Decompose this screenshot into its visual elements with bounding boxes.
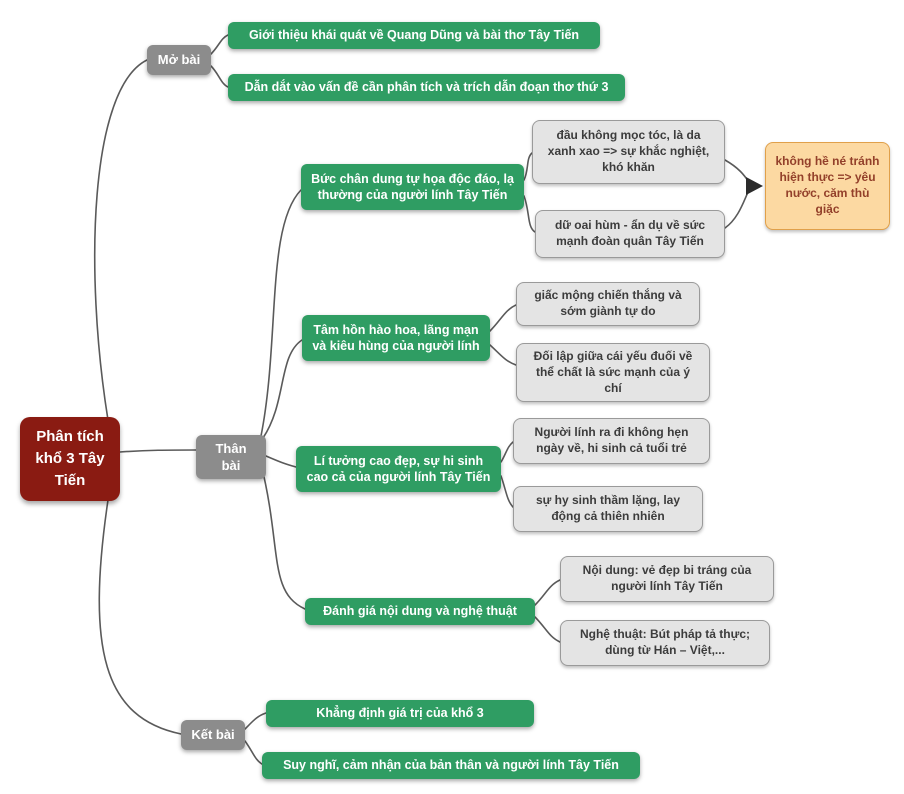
connector-topic1-detail1 [523,152,533,181]
connector-thanbai-topic2 [262,339,303,439]
node-lead-in[interactable]: Dẫn dắt vào vấn đề cần phân tích và tríc… [228,74,625,101]
leaf-victory-dream[interactable]: giấc mộng chiến thắng và sớm giành tự do [516,282,700,326]
leaf-bald-head[interactable]: đầu không mọc tóc, là da xanh xao => sự … [532,120,725,184]
connector-topic2-detail2 [489,344,517,366]
leaf-art[interactable]: Nghệ thuật: Bút pháp tả thực; dùng từ Há… [560,620,770,666]
node-personal-thoughts[interactable]: Suy nghĩ, cảm nhận của bản thân và người… [262,752,640,779]
connector-thanbai-topic4 [260,463,306,610]
leaf-silent-sacrifice[interactable]: sự hy sinh thầm lặng, lay động cả thiên … [513,486,703,532]
branch-than-bai[interactable]: Thân bài [196,435,266,480]
node-portrait[interactable]: Bức chân dung tự họa độc đáo, lạ thường … [301,164,524,210]
node-evaluation[interactable]: Đánh giá nội dung và nghệ thuật [305,598,535,625]
connector-root-ketbai [98,499,182,735]
leaf-contrast-will[interactable]: Đối lập giữa cái yếu đuối về thể chất là… [516,343,710,403]
node-conclusion-patriotism[interactable]: không hề né tránh hiện thực => yêu nước,… [765,142,890,230]
node-ideal[interactable]: Lí tưởng cao đẹp, sự hi sinh cao cả của … [296,446,501,492]
connector-topic3-detail1 [500,441,514,463]
leaf-tiger-metaphor[interactable]: dữ oai hùm - ẩn dụ về sức mạnh đoàn quân… [535,210,725,258]
arrow-icon [746,177,763,195]
connector-thanbai-topic1 [260,189,302,437]
connector-root-mobai [93,59,148,421]
connector-ketbai-1 [244,712,267,730]
leaf-content[interactable]: Nội dung: vẻ đẹp bi tráng của người lính… [560,556,774,602]
connector-ketbai-2 [244,740,263,765]
node-intro-author[interactable]: Giới thiệu khái quát về Quang Dũng và bà… [228,22,600,49]
node-affirm-value[interactable]: Khẳng định giá trị của khổ 3 [266,700,534,727]
branch-mo-bai[interactable]: Mở bài [147,45,211,75]
connector-mobai-1 [210,34,229,55]
branch-ket-bai[interactable]: Kết bài [181,720,245,750]
leaf-no-return[interactable]: Người lính ra đi không hẹn ngày về, hi s… [513,418,710,464]
connector-root-thanbai [119,449,197,453]
connector-detail1-conclusion [724,159,750,183]
connector-mobai-2 [210,65,229,88]
connector-detail2-conclusion [724,189,750,229]
root-node[interactable]: Phân tích khổ 3 Tây Tiến [20,417,120,501]
node-soul[interactable]: Tâm hồn hào hoa, lãng mạn và kiêu hùng c… [302,315,490,361]
connector-topic4-detail2 [534,616,561,643]
connector-topic4-detail1 [534,579,561,606]
connector-thanbai-topic3 [265,455,297,468]
connector-topic1-detail2 [523,195,536,233]
connector-topic2-detail1 [489,304,517,332]
connector-topic3-detail2 [500,475,514,508]
